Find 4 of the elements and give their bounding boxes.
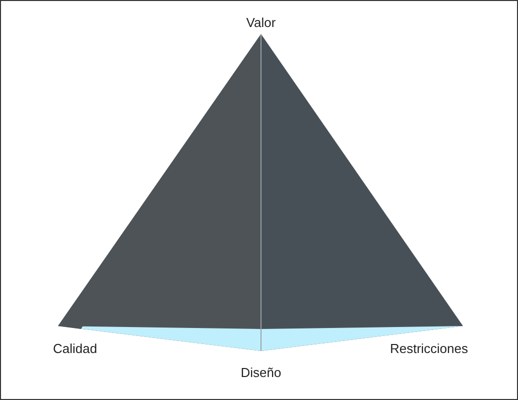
- vertex-label: Valor: [246, 14, 276, 32]
- vertex-label: Calidad: [53, 340, 98, 358]
- vertex-label: Diseño: [240, 364, 282, 382]
- vertex-label: Restricciones: [390, 340, 468, 358]
